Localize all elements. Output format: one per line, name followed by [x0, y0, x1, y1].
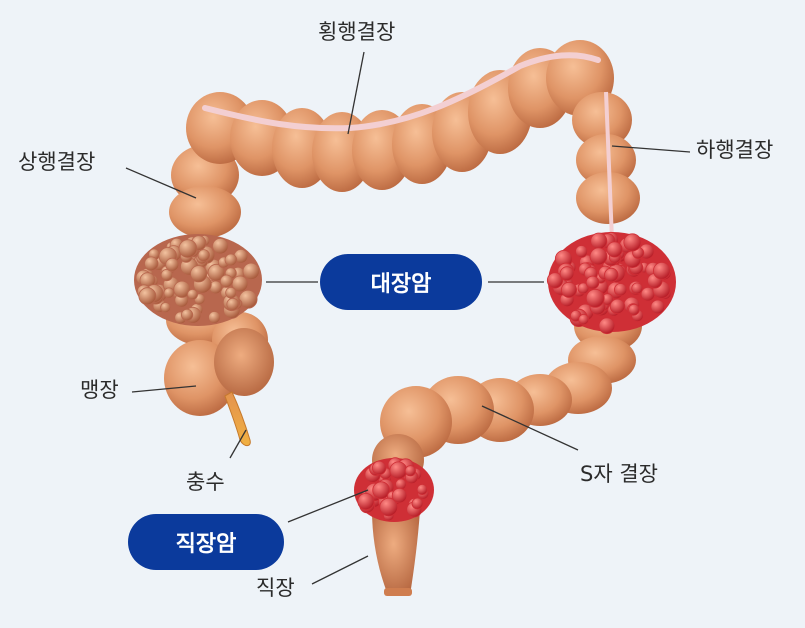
- label-transverse-colon: 횡행결장: [318, 20, 396, 44]
- tumor-nodule: [181, 308, 194, 321]
- tumor-nodule: [606, 241, 623, 258]
- rectum: [372, 510, 420, 596]
- colon-body: [164, 40, 642, 596]
- tumor-nodule: [631, 282, 644, 295]
- tumor-nodule: [559, 266, 575, 281]
- tumor-nodule: [561, 281, 578, 298]
- tumor-nodule: [138, 287, 157, 306]
- leader-cecum: [131, 385, 197, 393]
- tumor-nodule: [357, 492, 375, 510]
- tumor-nodule: [585, 275, 600, 290]
- tumor-nodule: [186, 288, 198, 300]
- tumor-nodule: [609, 298, 626, 315]
- tumor-nodule: [613, 283, 628, 297]
- label-cecum: 맹장: [80, 378, 119, 402]
- tumor-nodule: [604, 267, 619, 283]
- tumor-nodule: [372, 481, 391, 500]
- tumor-nodule: [546, 272, 564, 289]
- appendix: [224, 391, 251, 447]
- tumor-nodule: [628, 303, 640, 316]
- label-sigmoid-colon: S자 결장: [580, 462, 658, 486]
- tumor-nodule: [577, 282, 590, 295]
- tumor-nodule: [190, 265, 208, 283]
- tumor-nodule: [416, 483, 428, 495]
- tumor-nodule: [144, 256, 159, 271]
- tumor-nodule: [652, 261, 671, 280]
- tumor-nodule: [178, 239, 198, 258]
- tumor-nodule: [208, 311, 221, 324]
- rectal-cancer-badge: 직장암: [128, 514, 284, 570]
- transverse-colon: [186, 40, 614, 192]
- tumor-nodule: [160, 302, 172, 313]
- leader-rectal-cancer: [287, 489, 369, 523]
- tumor-nodule: [379, 497, 399, 517]
- leader-appendix: [229, 429, 247, 459]
- tumor-nodule: [404, 465, 416, 477]
- label-ascending-colon: 상행결장: [18, 150, 96, 174]
- tumor-nodule: [163, 287, 175, 299]
- leader-rectum: [311, 555, 369, 585]
- tumor-nodule: [391, 487, 408, 504]
- tumor-nodule: [389, 461, 408, 480]
- tumor-nodule: [585, 288, 605, 308]
- tumor-nodule: [226, 297, 240, 311]
- label-appendix: 충수: [186, 470, 225, 494]
- tumor-nodule: [578, 313, 590, 325]
- cecum: [164, 328, 274, 416]
- tumor-nodule: [242, 262, 260, 280]
- tumor-nodule: [372, 460, 387, 476]
- tumor-nodule: [197, 249, 211, 262]
- tumor-nodule: [590, 232, 608, 250]
- tumor-nodule: [623, 233, 642, 252]
- tumor-nodule: [212, 237, 229, 255]
- tumor-nodule: [411, 497, 424, 510]
- tumor-nodule: [165, 257, 180, 272]
- rectal-tumor: [354, 457, 434, 522]
- ascending-colon-tumor: [134, 234, 262, 326]
- label-rectum: 직장: [256, 576, 295, 600]
- colon-cancer-badge: 대장암: [320, 254, 482, 310]
- tumor-nodule: [589, 247, 608, 266]
- tumor-nodule: [224, 253, 238, 267]
- tumor-nodule: [219, 274, 234, 288]
- tumor-nodule: [575, 245, 588, 258]
- tumor-nodule: [598, 317, 616, 335]
- leader-ascending: [125, 167, 197, 199]
- leader-sigmoid: [481, 405, 579, 451]
- label-descending-colon: 하행결장: [696, 138, 774, 162]
- tumor-nodule: [225, 286, 237, 299]
- leader-transverse: [347, 51, 365, 135]
- tumor-nodule: [160, 268, 173, 282]
- descending-colon-tumor: [546, 231, 676, 335]
- tumor-nodule: [173, 280, 191, 298]
- leader-descending: [611, 145, 691, 153]
- tumor-nodule: [650, 299, 666, 315]
